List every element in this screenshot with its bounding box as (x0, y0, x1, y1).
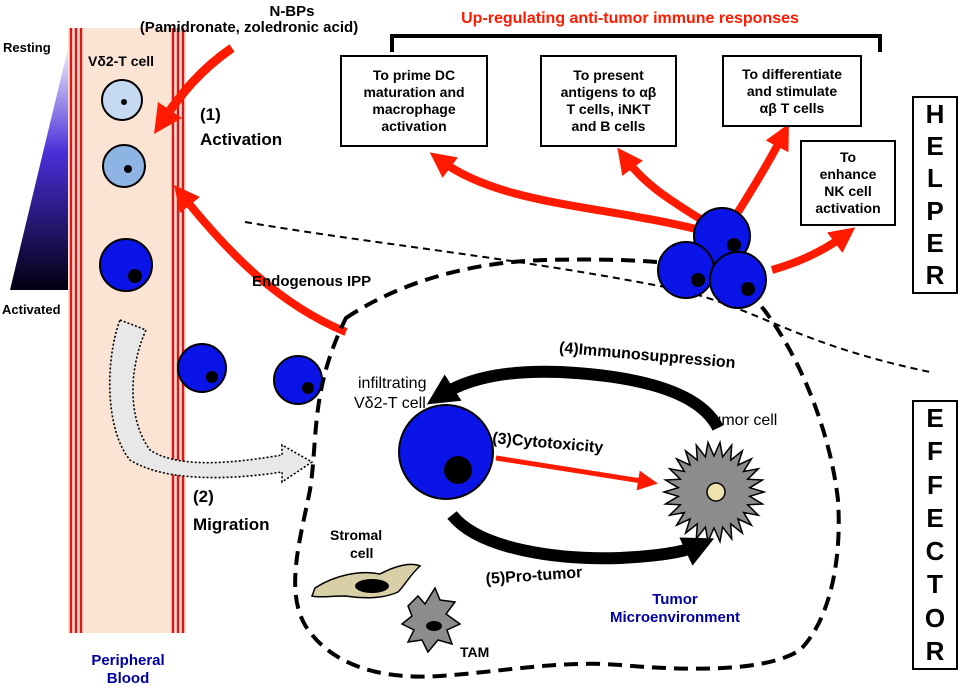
cytotoxicity-arrow (495, 455, 658, 491)
helper-box-nk-cell: To enhance NK cell activation (800, 140, 896, 226)
endogenous-ipp-arrow (174, 185, 348, 336)
vd2-t-cell-label: Vδ2-T cell (88, 53, 154, 69)
migrating-cell-2 (273, 355, 323, 405)
effector-letter-3: F (927, 469, 943, 500)
helper-letter-3: L (927, 163, 943, 194)
tumor-label: Tumor (652, 591, 698, 608)
migrating-cell-1 (177, 343, 227, 393)
helper-letter-1: H (925, 98, 945, 129)
infiltrating-vd2-t-cell (398, 404, 494, 500)
pro-tumor-label: (5)Pro-tumor (485, 564, 583, 588)
activation-label: Activation (200, 130, 282, 149)
blood-label: Blood (107, 670, 150, 687)
helper-effector-separator (244, 221, 931, 373)
cytotoxicity-label: (3)Cytotoxicity (492, 430, 604, 457)
helper-arrows (429, 123, 856, 274)
stromal-label: Stromal (330, 527, 382, 543)
activation-number: (1) (200, 105, 221, 124)
arrow-to-antigen-box (617, 147, 708, 226)
activation-gradient-triangle (10, 40, 70, 290)
nbps-drugs-label: (Pamidronate, zoledronic acid) (140, 19, 358, 36)
helper-vertical-label: H E L P E R (912, 96, 958, 294)
effector-letter-1: E (926, 403, 944, 434)
migration-label: Migration (193, 515, 270, 534)
tumor-cell-nucleus (706, 482, 726, 502)
helper-letter-5: E (926, 227, 944, 258)
resting-label: Resting (3, 40, 51, 55)
microenvironment-label: Microenvironment (610, 609, 740, 626)
immunosuppression-arrow (426, 365, 724, 432)
pro-tumor-arrow (447, 510, 715, 566)
effector-letter-8: R (925, 635, 945, 666)
helper-letter-6: R (925, 260, 945, 291)
migration-number: (2) (193, 487, 214, 506)
resting-vd2-t-cell (101, 79, 143, 121)
helper-box-dc-macrophage: To prime DC maturation and macrophage ac… (340, 55, 488, 147)
peripheral-label: Peripheral (91, 652, 164, 669)
activated-label: Activated (2, 302, 61, 317)
stromal-cell-label: cell (350, 545, 373, 561)
effector-letter-7: O (924, 602, 946, 633)
helper-letter-4: P (926, 195, 944, 226)
tam-cell (400, 586, 462, 654)
effector-letter-6: T (927, 569, 943, 600)
helper-box-antigen-presentation: To present antigens to αβ T cells, iNKT … (540, 55, 677, 147)
tumor-microenvironment-border (293, 257, 841, 679)
tumor-cell-label: tumor cell (708, 412, 777, 429)
arrow-to-nk-box (770, 227, 856, 274)
effector-letter-5: C (925, 536, 945, 567)
nbps-activation-arrow (154, 44, 235, 134)
endogenous-ipp-label: Endogenous IPP (252, 273, 371, 290)
effector-vertical-label: E F F E C T O R (912, 400, 958, 670)
intermediate-vd2-t-cell (102, 144, 146, 188)
vessel-wall-left (69, 28, 83, 633)
immunosuppression-label: (4)Immunosuppression (558, 340, 736, 372)
arrow-to-dc-box (429, 152, 701, 234)
stromal-cell (311, 563, 422, 599)
tam-label: TAM (460, 644, 489, 660)
arrow-to-ab-t-box (734, 123, 789, 215)
helper-box-ab-t-cells: To differentiate and stimulate αβ T cell… (722, 55, 862, 127)
effector-letter-2: F (927, 436, 943, 467)
helper-bracket (390, 34, 882, 52)
nbps-label: N-BPs (269, 3, 314, 20)
activated-vd2-t-cell (99, 238, 153, 292)
infiltrating-label: infiltrating (358, 375, 426, 392)
effector-letter-4: E (926, 502, 944, 533)
migration-dotted-arrow (108, 318, 314, 484)
helper-letter-2: E (926, 130, 944, 161)
helper-cell-cluster (657, 207, 767, 309)
infiltrating-cell-label: Vδ2-T cell (354, 395, 426, 412)
helper-title: Up-regulating anti-tumor immune response… (461, 10, 799, 27)
